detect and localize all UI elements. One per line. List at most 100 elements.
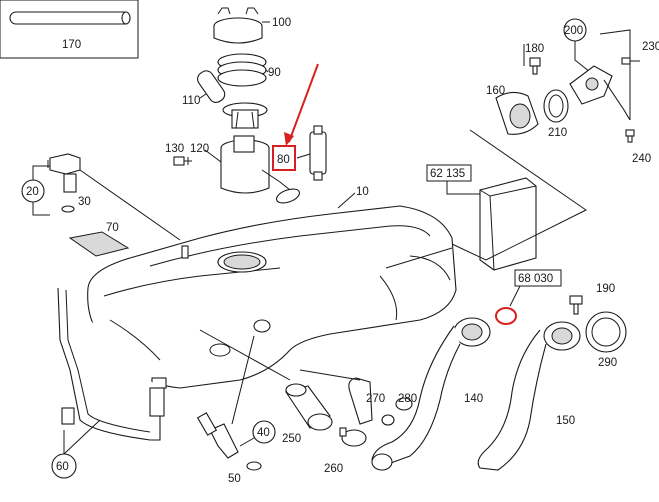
part-240-bolt-shaft <box>627 135 633 143</box>
part-150-filler-neck: 150 <box>477 321 581 471</box>
part-62135-module <box>479 177 537 271</box>
part-280-clamp-2 <box>381 414 395 426</box>
label-40[interactable]: 40 <box>257 427 270 439</box>
part-40-elbow <box>209 423 239 459</box>
part-70-group: 70 <box>68 222 130 257</box>
part-30-seal <box>61 205 75 213</box>
part-62135-module-side <box>489 195 495 271</box>
part-170-tube-drawing <box>9 11 131 25</box>
tank-pump-opening-inner <box>223 254 261 270</box>
part-190-group: 190 <box>569 283 615 315</box>
part-250-hose-top <box>285 383 307 397</box>
leader-20-down <box>32 202 50 216</box>
leader-10 <box>337 192 356 209</box>
float-body <box>275 188 301 204</box>
leader-120 <box>204 149 222 163</box>
part-90-seal-ring-3 <box>217 69 267 87</box>
label-150[interactable]: 150 <box>556 415 575 427</box>
leader-80 <box>296 153 311 159</box>
part-140-hose-end <box>371 453 393 471</box>
part-50-o-ring <box>246 461 262 471</box>
part-270-hose <box>348 377 373 425</box>
label-210[interactable]: 210 <box>548 127 567 139</box>
part-290-group: 290 <box>585 311 627 369</box>
part-260-clamp-screw <box>339 427 347 437</box>
part-20-valve-stem <box>63 173 77 193</box>
label-170[interactable]: 170 <box>62 39 81 51</box>
tank-strap-edge <box>385 247 453 269</box>
part-260-clamp <box>341 429 367 447</box>
pump-flange-body <box>231 109 259 129</box>
leader-40-to-tank <box>231 335 255 425</box>
label-230[interactable]: 230 <box>642 41 659 53</box>
label-130[interactable]: 130 <box>165 143 184 155</box>
part-250-group: 250 <box>282 383 333 445</box>
tank-filler-port <box>253 319 271 333</box>
part-120-pump-top <box>233 135 255 153</box>
part-80-filter-end <box>313 171 323 181</box>
part-250-hose-bottom <box>307 413 333 431</box>
leader-110 <box>199 93 207 99</box>
leader-270-to-tank <box>299 369 361 381</box>
part-60-bracket-tab <box>149 387 165 417</box>
part-60-bracket-group: 60 <box>51 287 165 479</box>
part-150-neck-opening <box>551 327 573 345</box>
label-290[interactable]: 290 <box>598 357 617 369</box>
label-70[interactable]: 70 <box>106 222 119 234</box>
part-280-group: 280 <box>381 393 417 426</box>
leader-20-up <box>32 165 50 180</box>
part-80-highlight-box <box>272 145 296 171</box>
label-180[interactable]: 180 <box>525 43 544 55</box>
label-110[interactable]: 110 <box>182 95 200 107</box>
label-270[interactable]: 270 <box>366 393 385 405</box>
tank-right-ridge-2 <box>409 255 451 281</box>
leader-68030 <box>509 285 521 307</box>
part-150-neck-tube <box>477 329 547 471</box>
part-170-tube-end <box>121 11 131 25</box>
label-100[interactable]: 100 <box>272 17 291 29</box>
part-140-neck-opening <box>461 323 483 341</box>
tank-mid-ridge <box>103 267 281 297</box>
leader-60 <box>63 419 101 455</box>
label-280[interactable]: 280 <box>398 393 417 405</box>
part-180-bolt <box>529 57 541 67</box>
label-250[interactable]: 250 <box>282 433 301 445</box>
part-40-callout-circle <box>252 420 276 444</box>
label-30[interactable]: 30 <box>78 196 91 208</box>
pump-hose-1 <box>235 111 239 129</box>
label-260[interactable]: 260 <box>324 463 343 475</box>
label-190[interactable]: 190 <box>596 283 615 295</box>
part-40-elbow-stub <box>196 412 218 436</box>
label-10[interactable]: 10 <box>356 186 369 198</box>
label-20[interactable]: 20 <box>26 186 39 198</box>
left-valve-group: 20 30 <box>21 153 181 241</box>
part-190-bolt-head <box>569 295 583 305</box>
label-140[interactable]: 140 <box>464 393 483 405</box>
red-arrow-head <box>284 132 294 146</box>
part-100-ring-side <box>213 26 263 44</box>
label-240[interactable]: 240 <box>632 153 651 165</box>
part-270-group: 270 <box>348 377 385 425</box>
label-60[interactable]: 60 <box>56 461 69 473</box>
label-120[interactable]: 120 <box>190 143 209 155</box>
tank-right-ridge <box>379 275 398 321</box>
part-130-connector <box>173 156 185 166</box>
pump-hose-2 <box>251 111 255 129</box>
label-62135[interactable]: 62 135 <box>430 168 465 180</box>
part-68030-seal-ring <box>495 307 517 325</box>
part-160-opening <box>509 103 531 129</box>
part-230-bolt <box>621 57 631 65</box>
label-80[interactable]: 80 <box>277 154 290 166</box>
label-90[interactable]: 90 <box>268 67 281 79</box>
part-80-filter-cap <box>313 125 323 135</box>
label-160[interactable]: 160 <box>486 85 505 97</box>
part-80-filter <box>309 131 327 175</box>
part-260-group: 260 <box>324 427 367 475</box>
part-100-tabs <box>217 7 259 15</box>
leader-250-to-tank <box>199 329 291 381</box>
label-68030[interactable]: 68 030 <box>518 273 553 285</box>
part-70-pad <box>68 231 130 257</box>
label-200[interactable]: 200 <box>564 25 583 37</box>
label-50[interactable]: 50 <box>228 473 241 485</box>
